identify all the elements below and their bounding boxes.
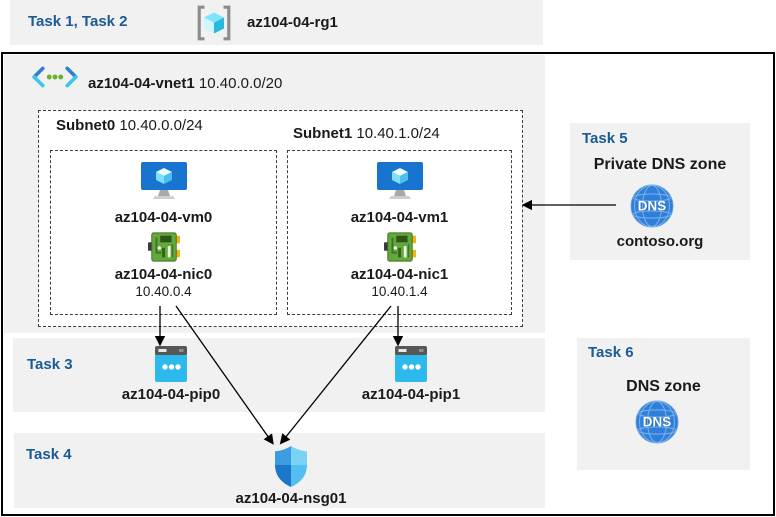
nic0-name: az104-04-nic0 (114, 266, 213, 283)
vnet-container: az104-04-vnet1 10.40.0.0/20 Subnet0 10.4… (4, 55, 545, 333)
subnet0-box: az104-04-vm0 az104-04-nic0 10.40.0.4 (50, 150, 277, 315)
task4-label: Task 4 (26, 446, 72, 463)
dns-zone-icon: DNS DNS (635, 400, 679, 449)
nic0-icon (147, 231, 180, 263)
nic1-icon (383, 231, 416, 263)
task3-band: Task 3 az104-04-pip0 (13, 338, 545, 412)
vm0-name: az104-04-vm0 (114, 209, 213, 226)
vm1-icon (376, 162, 423, 202)
svg-text:DNS: DNS (643, 415, 672, 430)
pip1-name: az104-04-pip1 (361, 386, 461, 403)
vnet-name: az104-04-vnet1 (88, 75, 195, 92)
nsg-icon (274, 445, 308, 488)
resource-group-icon (195, 4, 233, 47)
private-dns-zone-icon: DNS DNS (630, 184, 674, 233)
subnet0-name: Subnet0 (56, 117, 116, 134)
task1-2-band: Task 1, Task 2 az104-04-rg1 (10, 0, 543, 45)
private-dns-zone-name: contoso.org (616, 233, 704, 250)
private-dns-zone-title: Private DNS zone (593, 156, 727, 173)
svg-text:DNS: DNS (643, 415, 672, 430)
dns-zone-title: DNS zone (626, 378, 701, 395)
subnet0-cidr: 10.40.0.0/24 (119, 117, 203, 134)
task4-band: Task 4 az104-04-nsg0 (14, 433, 545, 508)
network-security-group: az104-04-nsg01 (211, 445, 371, 507)
pip1-icon (395, 346, 427, 382)
subnet0-label: Subnet0 10.40.0.0/24 (56, 117, 203, 134)
nic1-ip: 10.40.1.4 (371, 284, 428, 299)
virtual-network-icon (32, 63, 78, 96)
resource-group-name: az104-04-rg1 (247, 14, 338, 31)
subnet1-label: Subnet1 10.40.1.0/24 (293, 125, 440, 142)
nic0-ip: 10.40.0.4 (135, 284, 192, 299)
task5-box: Task 5 Private DNS zone DNS DNS contoso.… (570, 123, 750, 260)
pip0-icon (155, 346, 187, 382)
subnet1-cidr: 10.40.1.0/24 (356, 125, 440, 142)
subnet1-box: az104-04-vm1 az104-04-nic1 10.40.1.4 (287, 150, 512, 315)
vnet-cidr: 10.40.0.0/20 (198, 75, 283, 92)
task5-label: Task 5 (582, 130, 628, 147)
subnets-container (38, 110, 523, 327)
vnet-title: az104-04-vnet1 10.40.0.0/20 (88, 75, 282, 92)
task3-label: Task 3 (27, 356, 73, 373)
task6-box: Task 6 DNS zone DNS DNS (577, 338, 750, 470)
vm1-name: az104-04-vm1 (350, 209, 449, 226)
svg-text:DNS: DNS (638, 199, 667, 214)
public-ip0: az104-04-pip0 (106, 346, 236, 403)
svg-text:DNS: DNS (638, 199, 667, 214)
subnet1-name: Subnet1 (293, 125, 353, 142)
pip0-name: az104-04-pip0 (121, 386, 221, 403)
vm0-icon (140, 162, 187, 202)
nic1-name: az104-04-nic1 (350, 266, 449, 283)
public-ip1: az104-04-pip1 (346, 346, 476, 403)
nsg-name: az104-04-nsg01 (235, 490, 347, 507)
task6-label: Task 6 (588, 344, 634, 361)
task1-2-label: Task 1, Task 2 (28, 13, 128, 30)
